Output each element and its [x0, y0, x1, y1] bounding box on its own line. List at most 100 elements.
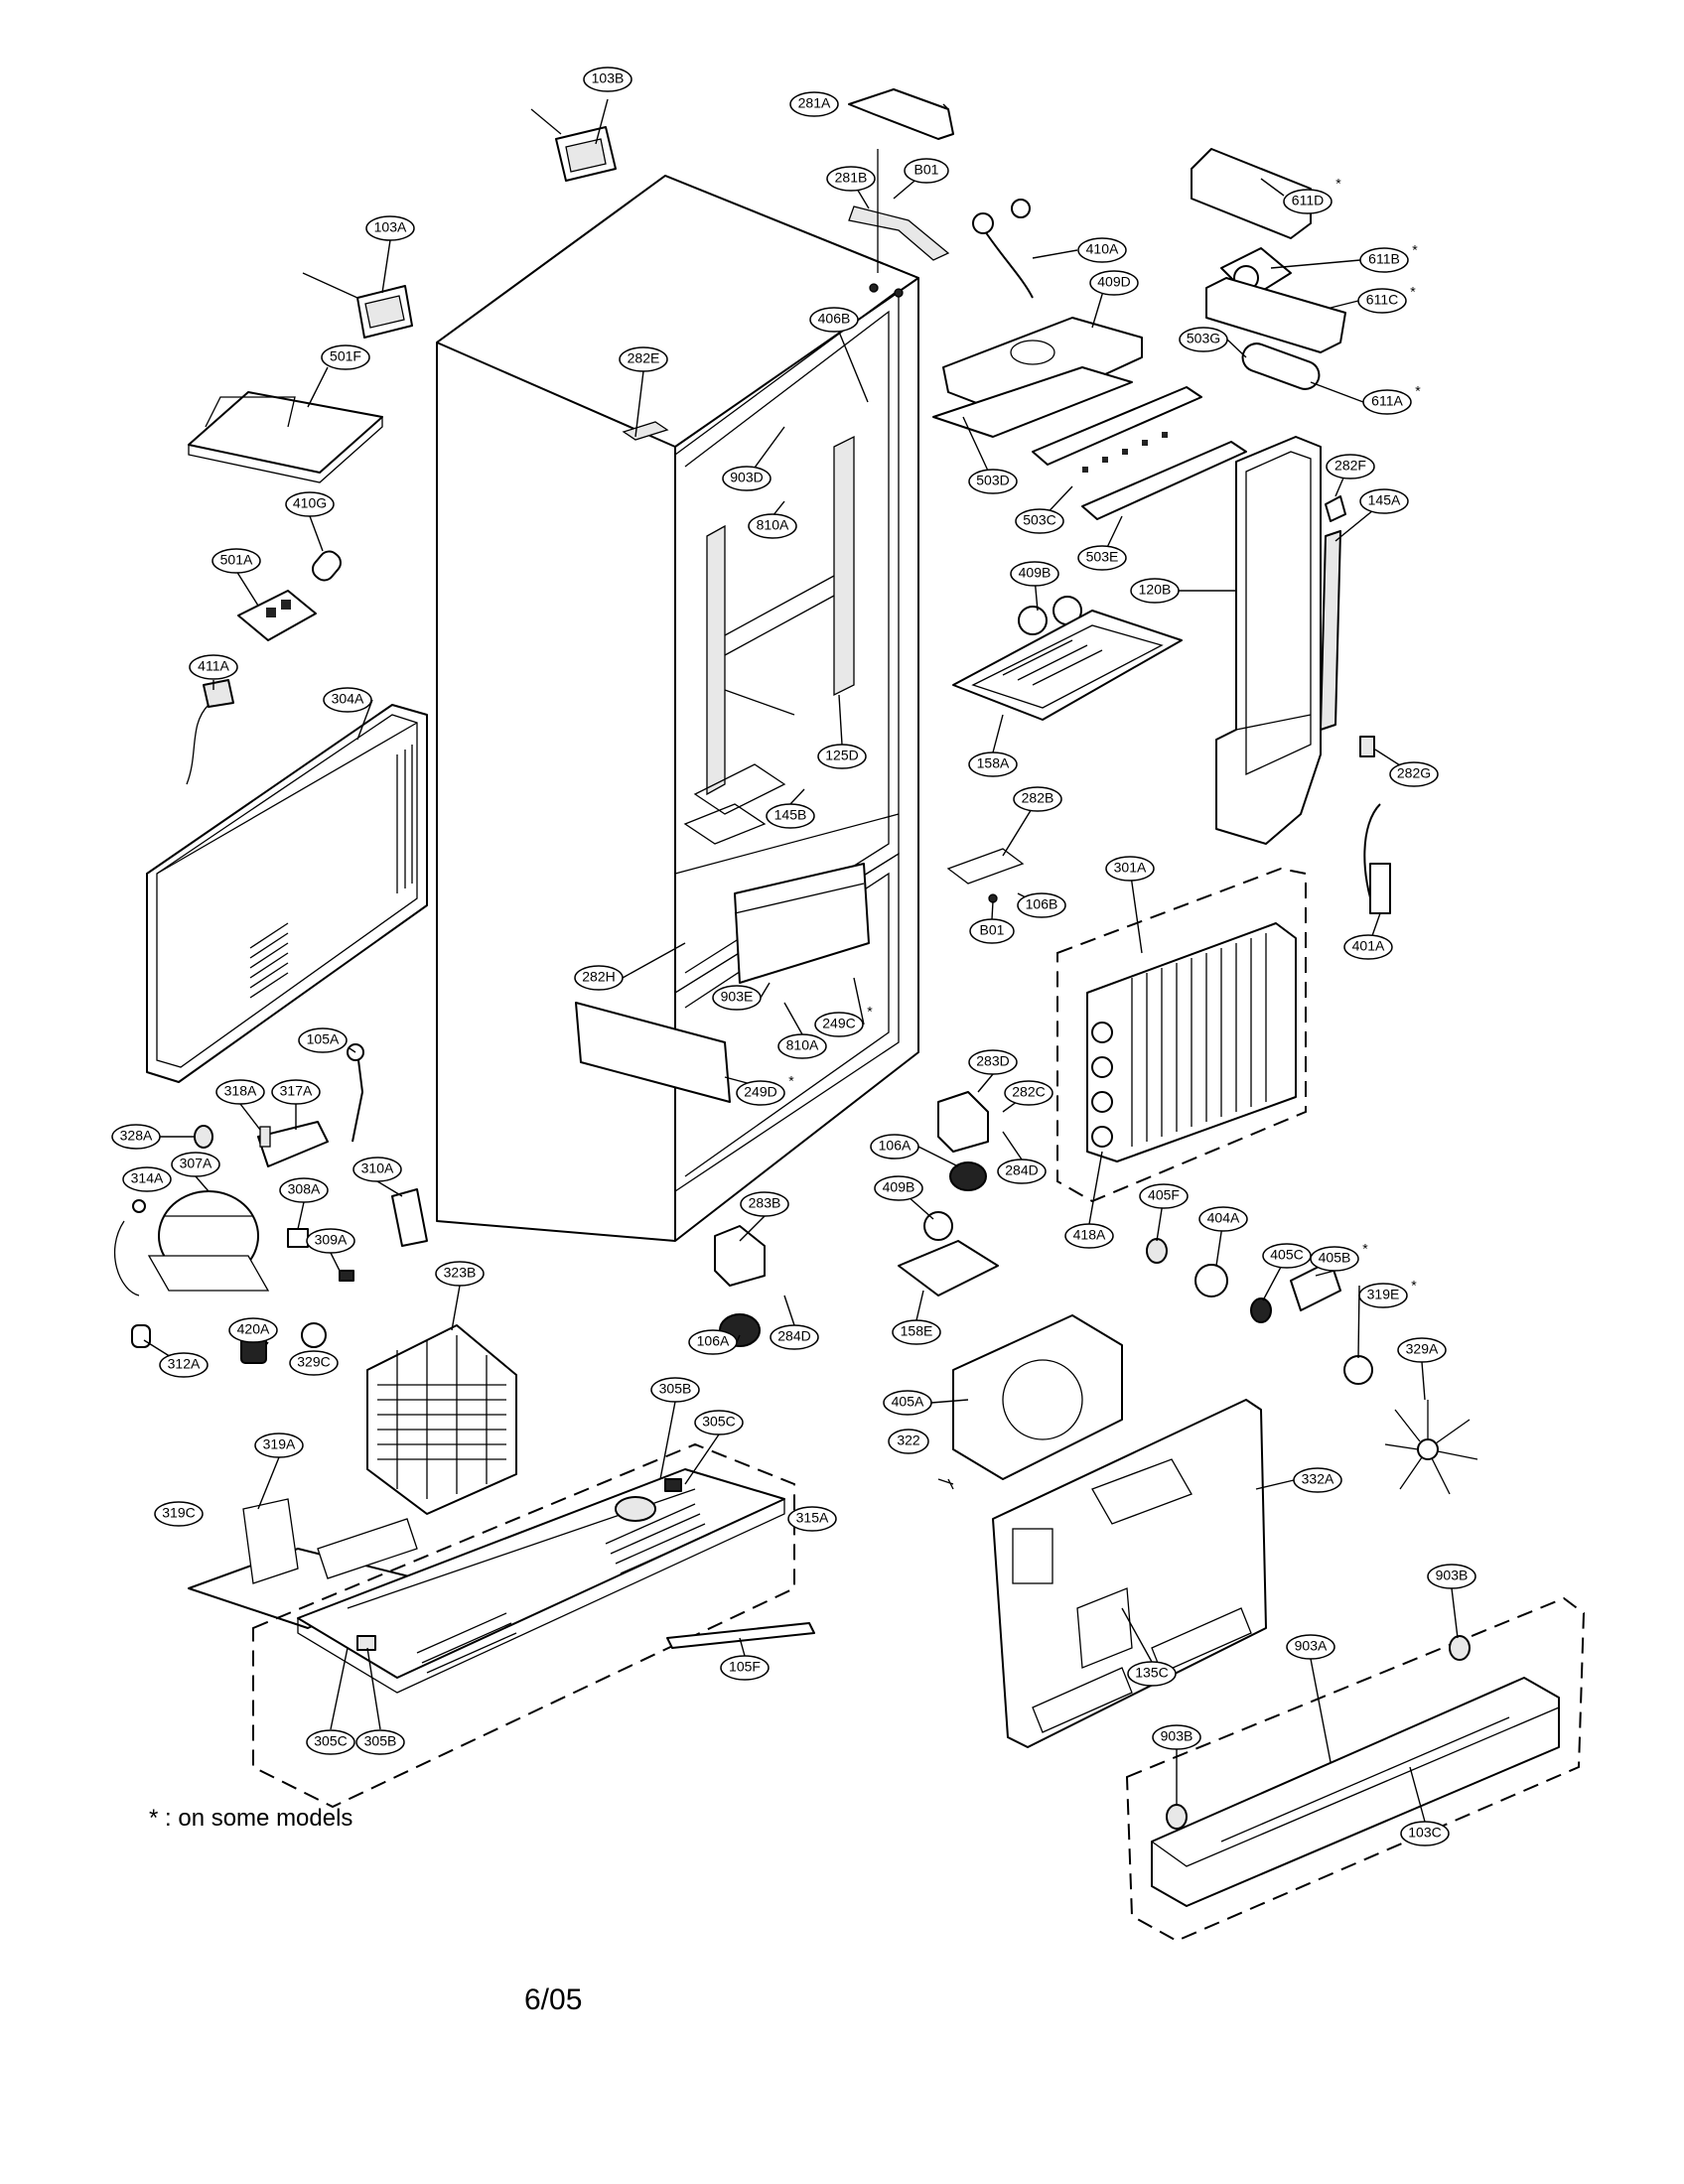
star-319E: *	[1411, 1278, 1417, 1294]
label-249D: 249D	[744, 1084, 776, 1100]
label-106A-bottom: 106A	[697, 1333, 730, 1349]
base-vent-slots	[416, 1503, 711, 1674]
label-310A: 310A	[361, 1160, 394, 1176]
label-329C: 329C	[297, 1354, 330, 1370]
refrigerator-cabinet	[436, 149, 950, 1242]
label-125D: 125D	[825, 748, 858, 763]
label-284D-top: 284D	[1005, 1162, 1038, 1178]
part-labels: 103B 103A 501F 410G 501A 411A 304A 105A …	[111, 67, 1476, 1846]
label-158A: 158A	[977, 755, 1010, 771]
star-611C: *	[1410, 284, 1416, 300]
label-106B: 106B	[1026, 896, 1058, 912]
label-318A: 318A	[224, 1083, 257, 1099]
label-103A: 103A	[374, 219, 407, 235]
star-611A: *	[1415, 383, 1421, 399]
label-406B: 406B	[818, 311, 851, 327]
label-249C: 249C	[822, 1016, 855, 1031]
label-410G: 410G	[293, 495, 327, 511]
label-281B: 281B	[835, 170, 868, 186]
label-135C: 135C	[1135, 1665, 1168, 1681]
label-282G: 282G	[1397, 765, 1431, 781]
label-282E: 282E	[628, 350, 660, 366]
label-503E: 503E	[1086, 549, 1119, 565]
label-410A: 410A	[1086, 241, 1119, 257]
label-312A: 312A	[168, 1356, 201, 1372]
label-903B-bottom: 903B	[1161, 1728, 1193, 1744]
label-405F: 405F	[1148, 1187, 1180, 1203]
revision-date: 6/05	[524, 1983, 583, 2016]
display-buttons	[1082, 432, 1168, 473]
footnote-note: * : on some models	[149, 1805, 353, 1832]
label-405B: 405B	[1319, 1250, 1351, 1266]
label-411A: 411A	[198, 658, 229, 674]
label-308A: 308A	[288, 1181, 321, 1197]
label-315A: 315A	[796, 1510, 829, 1526]
label-305B-bottom: 305B	[364, 1733, 397, 1749]
label-304A: 304A	[332, 691, 364, 707]
label-319C: 319C	[162, 1505, 195, 1521]
label-409B-bottom: 409B	[883, 1179, 915, 1195]
star-611B: *	[1412, 242, 1418, 258]
label-903E: 903E	[721, 989, 754, 1005]
fan-blade	[1384, 1400, 1478, 1495]
label-305C-bottom: 305C	[314, 1733, 347, 1749]
label-145B: 145B	[774, 807, 807, 823]
label-401A: 401A	[1352, 938, 1385, 954]
label-105A: 105A	[307, 1031, 340, 1047]
label-305B-top: 305B	[659, 1381, 692, 1397]
label-103C: 103C	[1408, 1825, 1441, 1841]
label-317A: 317A	[280, 1083, 313, 1099]
label-309A: 309A	[315, 1232, 348, 1248]
label-282C: 282C	[1012, 1084, 1045, 1100]
label-323B: 323B	[444, 1265, 477, 1281]
label-501A: 501A	[220, 552, 253, 568]
label-404A: 404A	[1207, 1210, 1240, 1226]
label-105F: 105F	[729, 1659, 761, 1675]
label-405A: 405A	[892, 1394, 924, 1410]
label-611B: 611B	[1368, 251, 1400, 267]
label-405C: 405C	[1270, 1247, 1303, 1263]
label-903B-top: 903B	[1436, 1568, 1469, 1583]
label-332A: 332A	[1302, 1471, 1334, 1487]
condenser-coils	[377, 1335, 506, 1499]
label-810A-bottom: 810A	[786, 1037, 819, 1053]
label-418A: 418A	[1073, 1227, 1106, 1243]
label-322: 322	[897, 1433, 920, 1448]
top-right-parts	[714, 88, 1391, 1347]
star-405B: *	[1362, 1241, 1368, 1257]
label-611D: 611D	[1292, 193, 1324, 208]
label-328A: 328A	[120, 1128, 153, 1144]
label-158E: 158E	[901, 1323, 933, 1339]
label-103B: 103B	[592, 70, 625, 86]
label-282H: 282H	[582, 969, 615, 985]
label-903D: 903D	[730, 470, 763, 485]
label-305C-top: 305C	[702, 1414, 735, 1430]
label-314A: 314A	[131, 1170, 164, 1186]
left-parts	[113, 108, 815, 1809]
label-283D: 283D	[976, 1053, 1009, 1069]
label-284D-bottom: 284D	[777, 1328, 810, 1344]
label-409B-top: 409B	[1019, 565, 1052, 581]
label-611C: 611C	[1366, 292, 1398, 308]
label-329A: 329A	[1406, 1341, 1439, 1357]
label-301A: 301A	[1114, 860, 1147, 876]
base-grille-assembly	[1125, 1596, 1586, 1943]
star-249D: *	[788, 1073, 794, 1089]
label-B01-top: B01	[914, 162, 939, 178]
label-B01-bottom: B01	[980, 922, 1005, 938]
label-281A: 281A	[798, 95, 831, 111]
label-501F: 501F	[330, 348, 361, 364]
label-120B: 120B	[1139, 582, 1172, 598]
vent-grille	[249, 745, 413, 999]
tray-slots	[1002, 639, 1103, 686]
evaporator-fins	[1131, 933, 1267, 1147]
label-282F: 282F	[1334, 458, 1366, 474]
label-307A: 307A	[180, 1156, 212, 1171]
label-319E: 319E	[1367, 1287, 1400, 1302]
star-611D: *	[1335, 176, 1341, 192]
label-503G: 503G	[1187, 331, 1220, 346]
label-319A: 319A	[263, 1436, 296, 1452]
label-611A: 611A	[1371, 393, 1403, 409]
star-249C: *	[867, 1004, 873, 1020]
